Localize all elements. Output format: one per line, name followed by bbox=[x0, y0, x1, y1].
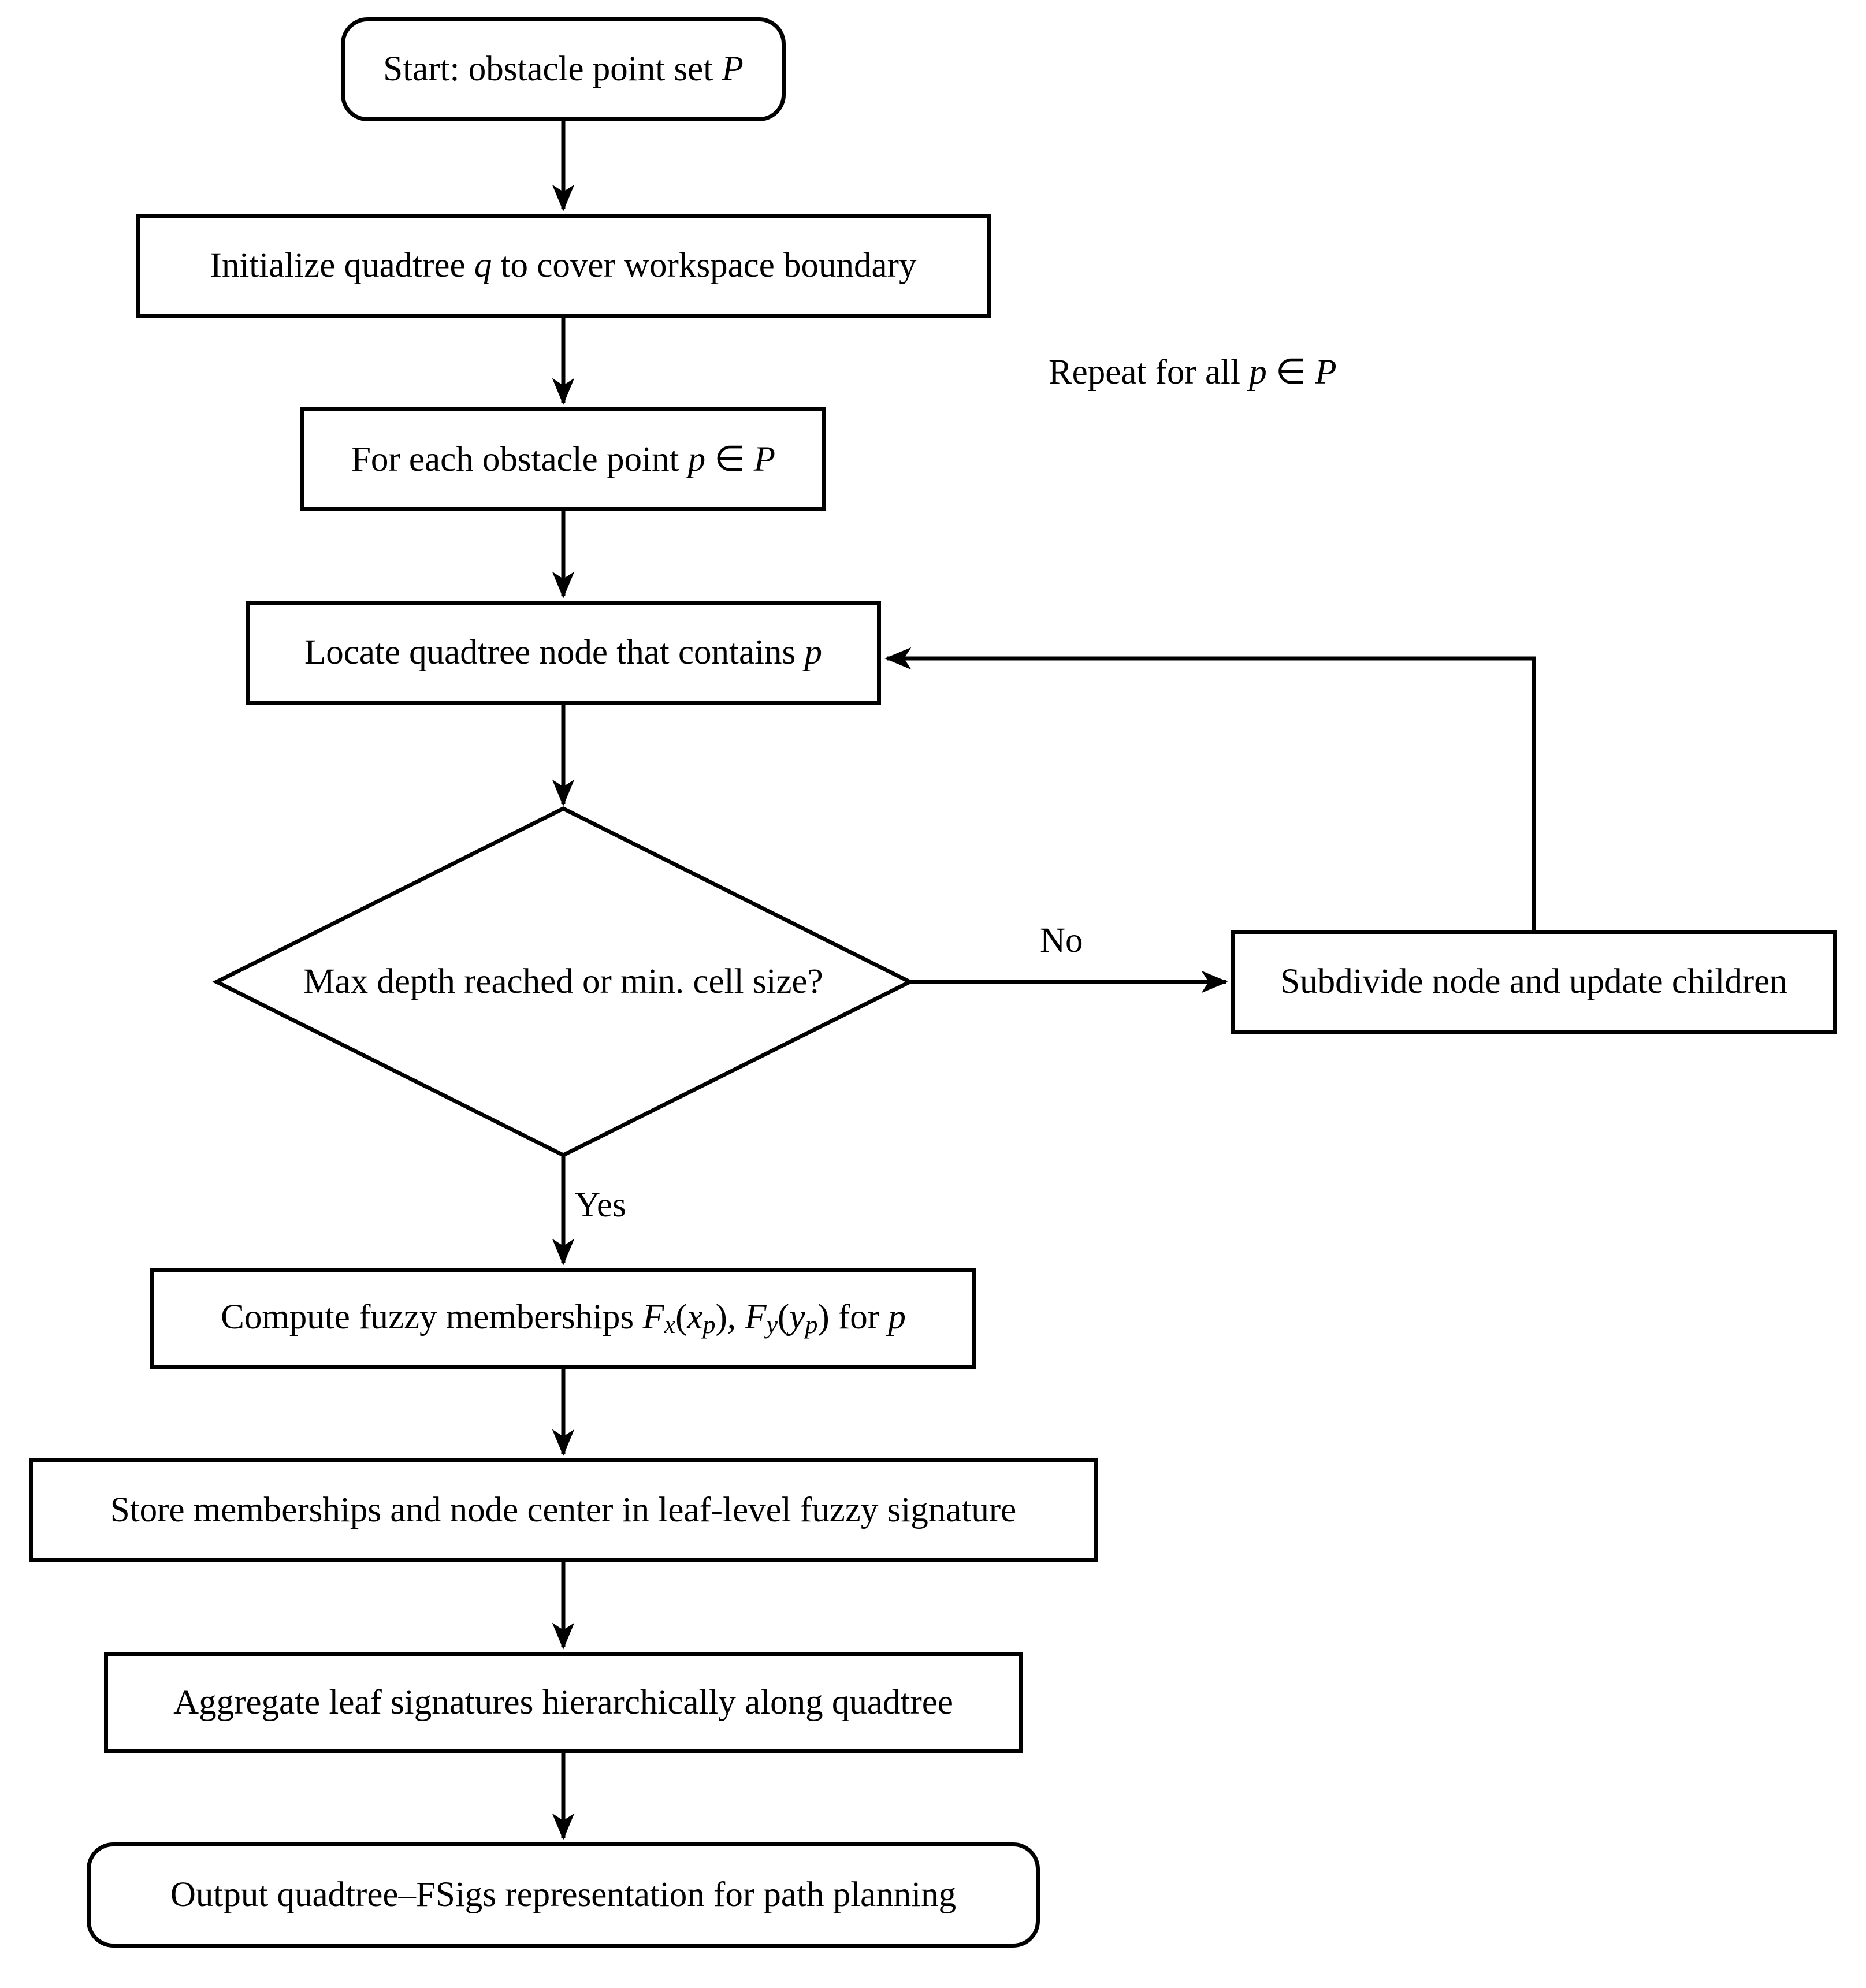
node-subdivide-label: Subdivide node and update children bbox=[1280, 962, 1787, 1002]
decision-diamond-shape bbox=[212, 806, 915, 1157]
node-for-each-label: For each obstacle point p ∈ P bbox=[351, 438, 775, 480]
math-subscript: y bbox=[766, 1310, 778, 1339]
label-text: No bbox=[1040, 921, 1083, 960]
label-text: Start: obstacle point set bbox=[383, 50, 722, 88]
node-start-label: Start: obstacle point set P bbox=[383, 49, 743, 90]
math-var: x bbox=[687, 1298, 703, 1337]
node-output-label: Output quadtree–FSigs representation for… bbox=[170, 1875, 956, 1915]
math-var: p bbox=[1249, 353, 1267, 392]
label-text: Initialize quadtree bbox=[210, 246, 474, 285]
decision-label: Max depth reached or min. cell size? bbox=[303, 962, 823, 1002]
element-of-symbol: ∈ bbox=[705, 440, 754, 479]
node-aggregate-signatures: Aggregate leaf signatures hierarchically… bbox=[104, 1652, 1023, 1753]
math-var: y bbox=[789, 1298, 805, 1337]
label-text: Compute fuzzy memberships bbox=[221, 1298, 643, 1337]
node-aggregate-label: Aggregate leaf signatures hierarchically… bbox=[173, 1682, 953, 1723]
label-text: Yes bbox=[575, 1186, 626, 1224]
math-subscript: x bbox=[664, 1310, 676, 1339]
edge-feedback-subdivide-to-locate bbox=[884, 647, 1536, 930]
label-text: ), bbox=[715, 1298, 745, 1337]
element-of-symbol: ∈ bbox=[1266, 353, 1315, 392]
node-compute-label: Compute fuzzy memberships Fx(xp), Fy(yp)… bbox=[221, 1297, 906, 1339]
label-text: Store memberships and node center in lea… bbox=[110, 1491, 1017, 1529]
node-output: Output quadtree–FSigs representation for… bbox=[87, 1842, 1040, 1948]
label-text: ( bbox=[675, 1298, 687, 1337]
node-initialize-quadtree: Initialize quadtree q to cover workspace… bbox=[136, 214, 991, 318]
node-locate-label: Locate quadtree node that contains p bbox=[304, 632, 822, 673]
label-text: Subdivide node and update children bbox=[1280, 962, 1787, 1001]
edge-label-repeat: Repeat for all p ∈ P bbox=[1049, 351, 1337, 393]
math-var: p bbox=[888, 1298, 906, 1337]
edge-label-no: No bbox=[1040, 921, 1083, 961]
math-var: p bbox=[687, 440, 706, 479]
node-store-label: Store memberships and node center in lea… bbox=[110, 1490, 1016, 1531]
math-var: P bbox=[753, 440, 776, 479]
math-var: q bbox=[474, 246, 492, 285]
label-text: Locate quadtree node that contains bbox=[304, 633, 805, 672]
node-start: Start: obstacle point set P bbox=[341, 17, 786, 121]
label-text: Aggregate leaf signatures hierarchically… bbox=[173, 1682, 953, 1722]
math-subscript: p bbox=[702, 1310, 716, 1339]
node-for-each-obstacle-point: For each obstacle point p ∈ P bbox=[300, 407, 826, 511]
math-var: p bbox=[804, 633, 823, 672]
node-locate-quadtree-node: Locate quadtree node that contains p bbox=[246, 601, 881, 705]
math-var: P bbox=[722, 50, 744, 88]
label-text: Repeat for all bbox=[1049, 353, 1250, 392]
math-subscript: p bbox=[805, 1310, 818, 1339]
math-var: P bbox=[1315, 353, 1337, 392]
edge-label-yes: Yes bbox=[575, 1185, 626, 1226]
label-text: For each obstacle point bbox=[351, 440, 688, 479]
label-text: Output quadtree–FSigs representation for… bbox=[170, 1875, 957, 1914]
node-store-memberships: Store memberships and node center in lea… bbox=[29, 1458, 1098, 1562]
label-text: ) for bbox=[817, 1298, 889, 1337]
node-compute-memberships: Compute fuzzy memberships Fx(xp), Fy(yp)… bbox=[150, 1268, 976, 1369]
label-text: Max depth reached or min. cell size? bbox=[303, 962, 823, 1001]
decision-max-depth: Max depth reached or min. cell size? bbox=[228, 941, 898, 1022]
math-var: F bbox=[642, 1298, 664, 1337]
node-initialize-label: Initialize quadtree q to cover workspace… bbox=[210, 245, 917, 286]
label-text: to cover workspace boundary bbox=[492, 246, 917, 285]
node-subdivide: Subdivide node and update children bbox=[1231, 930, 1837, 1034]
label-text: ( bbox=[778, 1298, 790, 1337]
math-var: F bbox=[745, 1298, 767, 1337]
